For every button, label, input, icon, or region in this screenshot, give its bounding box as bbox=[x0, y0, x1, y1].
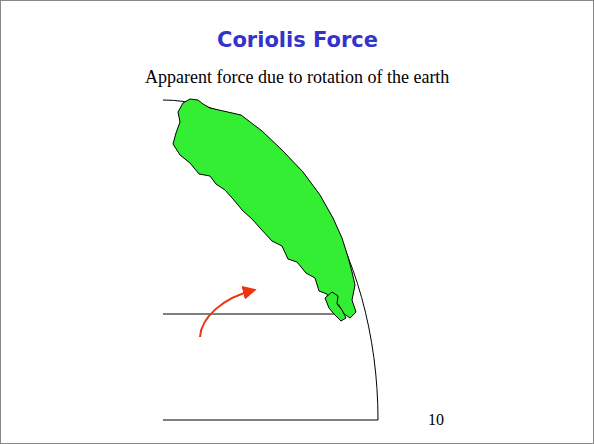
landmass-island bbox=[325, 292, 346, 321]
deflection-arrow bbox=[200, 290, 254, 337]
earth-outline bbox=[163, 100, 378, 420]
equator-line bbox=[163, 420, 378, 421]
subtitle: Apparent force due to rotation of the ea… bbox=[145, 67, 449, 88]
landmass bbox=[173, 99, 356, 318]
latitude-line bbox=[163, 314, 352, 315]
page-number: 10 bbox=[428, 411, 444, 429]
slide-title: Coriolis Force bbox=[217, 28, 378, 52]
